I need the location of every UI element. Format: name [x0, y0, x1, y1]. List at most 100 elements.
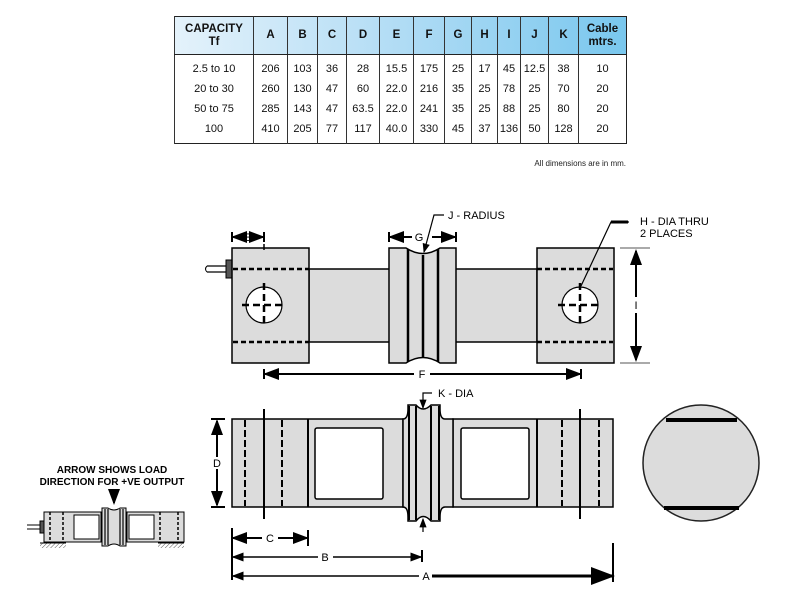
column-header-label: B	[298, 29, 307, 41]
beam-left	[308, 268, 402, 343]
dimension-cell: 25	[520, 99, 549, 119]
dimension-cell: 20	[578, 99, 627, 119]
column-header-label: D	[358, 29, 368, 41]
dimension-f: F	[263, 368, 582, 381]
column-header: D	[346, 16, 380, 55]
column-header-sublabel: mtrs.	[588, 35, 617, 48]
label-j: J - RADIUS	[448, 210, 505, 222]
capacity-cell: 50 to 75	[174, 99, 254, 119]
dimension-cell: 20	[578, 79, 627, 99]
dimension-cell: 410	[253, 119, 288, 144]
load-button-side	[402, 404, 454, 522]
dimension-g: G	[388, 231, 457, 244]
dimension-cell: 47	[317, 99, 347, 119]
column-header-label: I	[507, 29, 511, 41]
dimension-cell: 25	[444, 54, 472, 79]
dimension-cell: 20	[578, 119, 627, 144]
load-note-line1: ARROW SHOWS LOAD	[57, 465, 168, 476]
dimension-j: J - RADIUS	[422, 210, 505, 254]
dimension-cell: 88	[497, 99, 521, 119]
dimension-cell: 143	[287, 99, 318, 119]
beam-right	[444, 268, 538, 343]
dimension-a: A	[231, 543, 615, 585]
dimension-cell: 60	[346, 79, 380, 99]
dimension-cell: 77	[317, 119, 347, 144]
dimension-cell: 38	[548, 54, 579, 79]
dimension-b: B	[231, 550, 423, 564]
ground-hatch-right	[158, 543, 184, 548]
label-c: C	[266, 533, 274, 545]
dimension-cell: 37	[471, 119, 498, 144]
dimension-cell: 130	[287, 79, 318, 99]
dimension-cell: 78	[497, 79, 521, 99]
dimension-cell: 330	[413, 119, 445, 144]
top-view: E G J - RADIUS H - DIA THRU 2 PLACES	[205, 210, 709, 381]
dimension-cell: 15.5	[379, 54, 414, 79]
label-h-line2: 2 PLACES	[640, 228, 693, 240]
units-note: All dimensions are in mm.	[534, 159, 626, 168]
dimension-cell: 25	[471, 99, 498, 119]
dimension-cell: 63.5	[346, 99, 380, 119]
column-header-label: F	[425, 29, 433, 41]
dimension-cell: 17	[471, 54, 498, 79]
column-header-label: J	[531, 29, 538, 41]
dimension-cell: 241	[413, 99, 445, 119]
dimension-cell: 206	[253, 54, 288, 79]
cable-icon	[205, 259, 233, 279]
dimension-cell: 80	[548, 99, 579, 119]
column-header: I	[497, 16, 521, 55]
ground-hatch-left	[40, 543, 66, 548]
dimension-cell: 45	[444, 119, 472, 144]
capacity-cell: 2.5 to 10	[174, 54, 254, 79]
label-b: B	[321, 552, 328, 564]
column-header-label: G	[453, 29, 463, 41]
dimension-cell: 50	[520, 119, 549, 144]
column-header-sublabel: Tf	[208, 35, 220, 48]
column-header: C	[317, 16, 347, 55]
dimension-cell: 28	[346, 54, 380, 79]
column-header: B	[287, 16, 318, 55]
dimension-cell: 70	[548, 79, 579, 99]
end-view	[642, 404, 760, 522]
dimension-cell: 117	[346, 119, 380, 144]
dimension-k: K - DIA	[419, 388, 474, 532]
dimension-h: H - DIA THRU 2 PLACES	[580, 216, 709, 287]
dimension-cell: 216	[413, 79, 445, 99]
dimension-cell: 22.0	[379, 79, 414, 99]
dimension-cell: 205	[287, 119, 318, 144]
dimension-cell: 136	[497, 119, 521, 144]
dimension-cell: 35	[444, 99, 472, 119]
column-header-label: CAPACITY	[185, 22, 243, 35]
column-header: E	[379, 16, 414, 55]
label-e: E	[244, 232, 251, 244]
dimension-cell: 103	[287, 54, 318, 79]
column-header: G	[444, 16, 472, 55]
label-i: I	[634, 300, 637, 312]
column-header-label: A	[266, 29, 275, 41]
dimension-d: D	[211, 418, 225, 508]
dimension-cell: 35	[444, 79, 472, 99]
label-a: A	[422, 571, 430, 583]
capacity-cell: 100	[174, 119, 254, 144]
label-k: K - DIA	[438, 388, 474, 400]
column-header-label: K	[559, 29, 568, 41]
label-f: F	[419, 369, 426, 381]
dimension-cell: 40.0	[379, 119, 414, 144]
label-d: D	[213, 458, 221, 470]
dimension-cell: 25	[520, 79, 549, 99]
column-header: F	[413, 16, 445, 55]
column-header-label: H	[480, 29, 489, 41]
dimension-cell: 175	[413, 54, 445, 79]
column-header: H	[471, 16, 498, 55]
dimension-cell: 36	[317, 54, 347, 79]
column-header: K	[548, 16, 579, 55]
